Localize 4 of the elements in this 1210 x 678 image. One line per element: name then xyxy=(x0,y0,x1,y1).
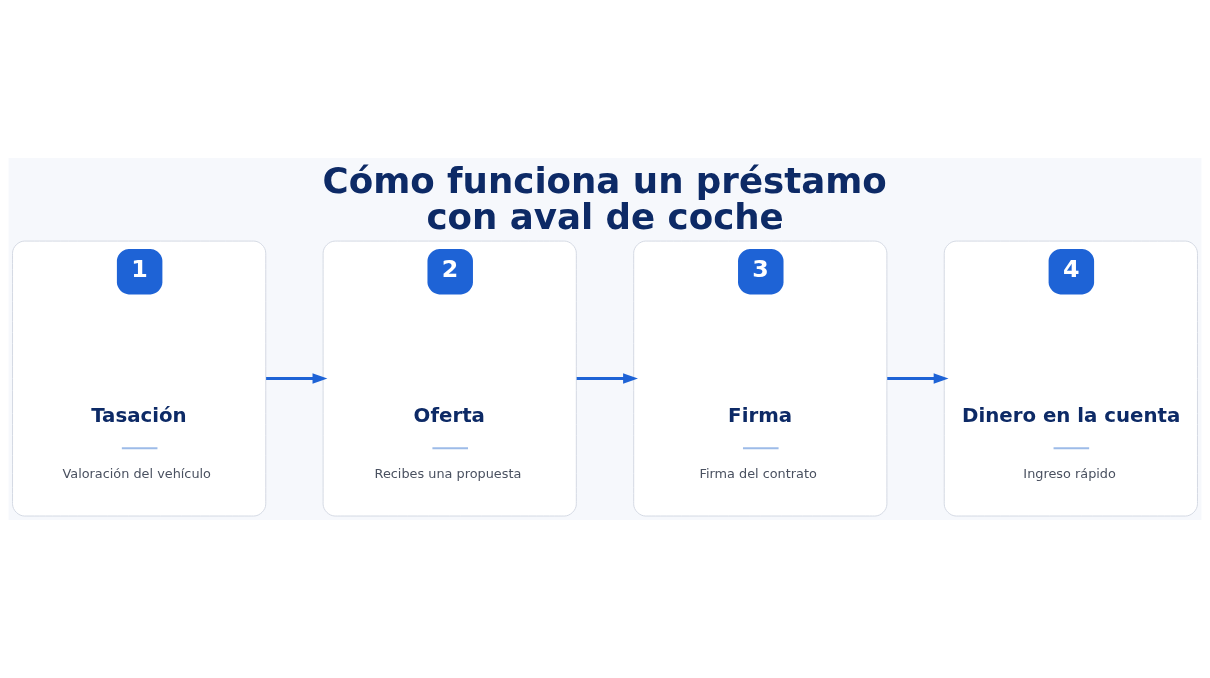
diagram-title: Cómo funciona un préstamo con aval de coche xyxy=(322,160,887,238)
arrow xyxy=(887,373,949,384)
arrow xyxy=(576,373,638,384)
arrow xyxy=(266,373,328,384)
